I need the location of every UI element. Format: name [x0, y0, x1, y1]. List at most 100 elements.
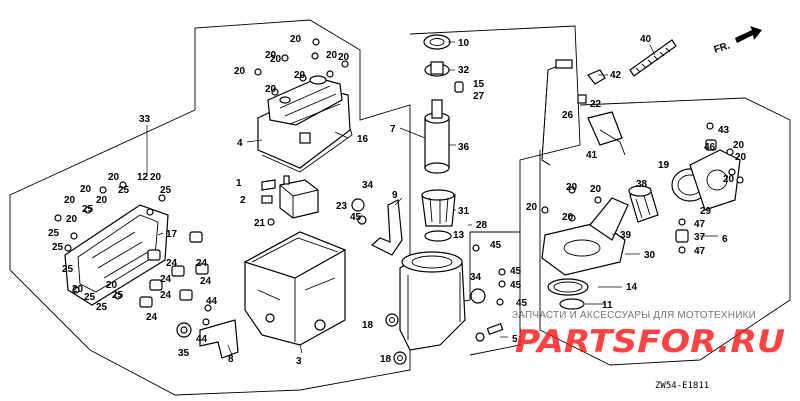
callout-45c: 45: [510, 280, 522, 291]
callout-25d: 25: [48, 228, 60, 239]
callout-27: 27: [473, 91, 485, 102]
callout-25h: 25: [112, 290, 124, 301]
callout-45d: 45: [516, 298, 528, 309]
callout-24f: 24: [146, 312, 158, 323]
callout-34a: 34: [362, 180, 374, 191]
callout-20j: 20: [64, 195, 76, 206]
callout-40: 40: [640, 34, 652, 45]
bushings: [139, 231, 209, 308]
separator-housing: [399, 251, 504, 351]
callout-5: 5: [512, 334, 518, 345]
callout-1: 1: [236, 178, 242, 189]
callout-20k: 20: [96, 195, 108, 206]
callout-31: 31: [458, 206, 470, 217]
hose-assembly: [541, 39, 677, 166]
callout-25g: 25: [84, 292, 96, 303]
callout-38: 38: [636, 179, 648, 190]
callout-44b: 44: [196, 334, 208, 345]
callout-29: 29: [700, 206, 712, 217]
callout-43: 43: [718, 125, 730, 136]
bracket-9: [351, 198, 403, 256]
front-arrow-icon: [735, 26, 762, 43]
callout-45a: 45: [490, 240, 502, 251]
callout-6: 6: [722, 234, 728, 245]
callout-25b: 25: [160, 185, 172, 196]
callout-7: 7: [390, 124, 396, 135]
outline-7-pump: [409, 25, 581, 311]
strainer: [421, 189, 456, 242]
callout-20s: 20: [733, 140, 745, 151]
callout-3: 3: [296, 356, 302, 367]
electrical-box: [261, 175, 319, 226]
callout-20g: 20: [80, 184, 92, 195]
callout-13: 13: [453, 230, 465, 241]
callout-24a: 24: [166, 258, 178, 269]
callout-25i: 25: [96, 302, 108, 313]
callout-20q: 20: [590, 184, 602, 195]
gasket-14: [547, 278, 589, 296]
ring-10: [423, 34, 451, 50]
callout-24b: 24: [196, 258, 208, 269]
callout-25f: 25: [62, 264, 74, 275]
callout-12: 12: [137, 172, 149, 183]
ecu-box: [279, 179, 319, 219]
diagram-code: ZW54-E1811: [655, 381, 709, 391]
callout-39: 39: [620, 230, 632, 241]
valve-cover-assembly: [257, 75, 353, 173]
fuel-pump-body: [424, 117, 450, 169]
callout-20m: 20: [72, 284, 84, 295]
callout-23: 23: [336, 201, 348, 212]
callout-8: 8: [228, 354, 234, 365]
front-label: FR.: [713, 40, 732, 56]
callout-14: 14: [626, 282, 638, 293]
callout-24d: 24: [200, 276, 212, 287]
callout-32: 32: [458, 65, 470, 76]
callout-24c: 24: [160, 274, 172, 285]
callout-47b: 47: [694, 246, 706, 257]
callout-labels: 1 2 3 4 5 6 7 8 9 10 11 12 13 14 15 16 1…: [48, 34, 747, 367]
callout-36: 36: [458, 142, 470, 153]
callout-20v: 20: [270, 54, 282, 65]
callout-20w: 20: [338, 52, 350, 63]
watermark: ЗАПЧАСТИ И АКСЕССУАРЫ ДЛЯ МОТОТЕХНИКИ PA…: [512, 310, 785, 360]
tank-housing: [243, 231, 347, 346]
callout-42: 42: [610, 70, 622, 81]
callout-11: 11: [602, 300, 613, 311]
callout-20p: 20: [566, 182, 578, 193]
callout-9: 9: [392, 190, 398, 201]
callout-20b: 20: [265, 50, 277, 61]
callout-34b: 34: [470, 272, 482, 283]
callout-10: 10: [458, 38, 470, 49]
callout-20h: 20: [108, 172, 120, 183]
front-direction-indicator: FR.: [713, 26, 762, 56]
callout-33: 33: [139, 114, 151, 125]
outline-33-assembly: [9, 19, 411, 396]
watermark-logo: PARTSFOR.RU: [515, 324, 785, 360]
callout-47a: 47: [694, 219, 706, 230]
callout-28: 28: [476, 220, 488, 231]
gasket-plate-outer: [64, 204, 169, 306]
callout-30: 30: [644, 250, 656, 261]
callout-20t: 20: [735, 152, 747, 163]
callout-45b: 45: [510, 266, 522, 277]
right-assembly: [541, 139, 741, 310]
callout-20r: 20: [562, 212, 574, 223]
outline-right-group: [539, 97, 791, 366]
callout-20n: 20: [106, 280, 118, 291]
callout-37: 37: [694, 232, 706, 243]
callout-20u: 20: [723, 174, 735, 185]
callout-46: 46: [704, 142, 716, 153]
callout-25a: 25: [118, 185, 130, 196]
callout-4: 4: [237, 138, 243, 149]
callout-16: 16: [357, 134, 369, 145]
callout-20e: 20: [294, 70, 306, 81]
bolts: [54, 38, 744, 326]
callout-20i: 20: [150, 172, 162, 183]
callout-45e: 45: [350, 212, 362, 223]
callout-18b: 18: [380, 354, 392, 365]
callout-19: 19: [658, 160, 670, 171]
callout-20a: 20: [290, 34, 302, 45]
callout-2: 2: [240, 195, 246, 206]
callout-17: 17: [166, 229, 178, 240]
